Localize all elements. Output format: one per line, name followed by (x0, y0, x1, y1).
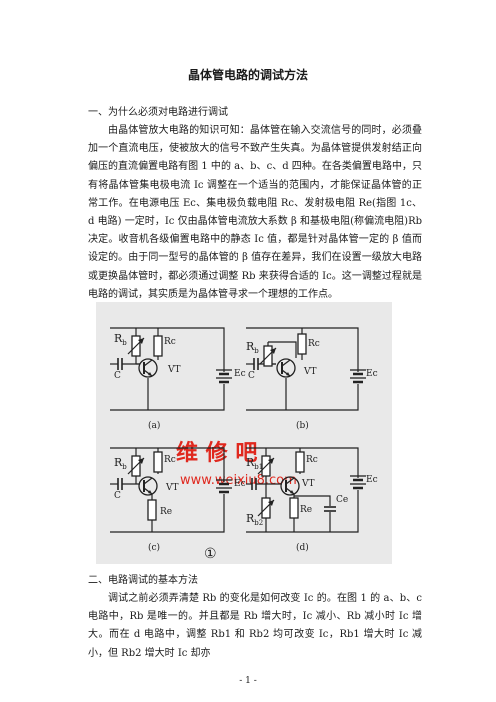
rc-label-a: Rc (164, 337, 176, 347)
panel-label-b: (b) (296, 420, 309, 431)
document-title: 晶体管电路的调试方法 (187, 68, 308, 82)
rb1-label-d: Rb1 (246, 456, 263, 471)
page-number: - 1 - (239, 676, 257, 686)
vt-label-d: VT (301, 479, 315, 489)
ec-label-d: Ec (366, 475, 378, 485)
vt-label-b: VT (303, 367, 317, 377)
section-1-heading: 一、为什么必须对电路进行调试 (88, 107, 228, 118)
rc-resistor-a (153, 335, 163, 357)
rb-label-b: Rb (246, 340, 259, 355)
rc-resistor-c (153, 451, 163, 473)
figure-background (96, 302, 392, 564)
re-label-c: Re (160, 507, 172, 517)
watermark-brand: 维 修 吧 (176, 440, 257, 466)
rc-label-d: Rc (306, 455, 318, 465)
bias-circuits-figure: Rb Rc VT Ec C (a) Rb Rc VT Ec C (b) (96, 302, 392, 564)
rc-resistor-b (297, 333, 307, 355)
panel-label-a: (a) (148, 420, 160, 431)
c-label-a: C (114, 371, 121, 381)
ce-label-d: Ce (336, 495, 348, 505)
c-label-c: C (114, 491, 121, 501)
ec-label-a: Ec (234, 369, 246, 379)
section-1-paragraph: 由晶体管放大电路的知识可知：晶体管在输入交流信号的同时，必须叠加一个直流电压，使… (88, 125, 422, 300)
c-label-b: C (248, 371, 255, 381)
section-2-paragraph: 调试之前必须弄清楚 Rb 的变化是如何改变 Ic 的。在图 1 的 a、b、c … (88, 593, 422, 659)
rc-resistor-d (295, 451, 305, 473)
rb2-label-d: Rb2 (246, 512, 263, 527)
circuit-a (110, 327, 225, 411)
vt-label-a: VT (167, 365, 181, 375)
section-2-heading: 二、电路调试的基本方法 (88, 575, 198, 586)
rb-label-c: Rb (114, 456, 127, 471)
rc-label-c: Rc (164, 455, 176, 465)
panel-label-d: (d) (296, 542, 309, 553)
circuit-c (110, 447, 225, 533)
rb-label-a: Rb (114, 332, 127, 347)
figure-number: ① (204, 546, 217, 562)
circuit-d (246, 447, 359, 533)
re-label-d: Re (300, 505, 312, 515)
re-resistor-d (289, 497, 299, 519)
ec-label-c: Ec (234, 479, 246, 489)
rc-label-b: Rc (308, 339, 320, 349)
ec-label-b: Ec (366, 369, 378, 379)
vt-label-c: VT (165, 483, 179, 493)
panel-label-c: (c) (148, 542, 160, 553)
re-resistor-c (147, 499, 157, 521)
